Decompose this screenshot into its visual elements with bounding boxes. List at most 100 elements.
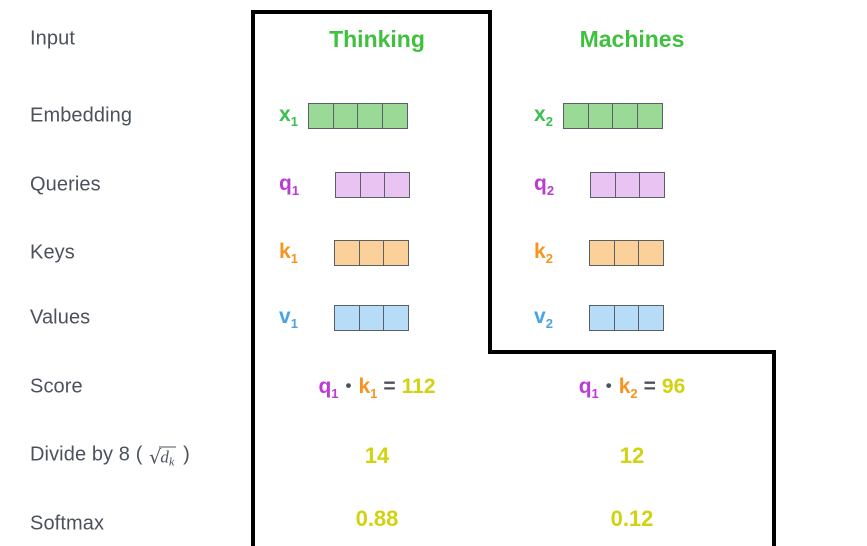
vector-tag-k2: k2: [534, 241, 553, 265]
row-label-input: Input: [30, 27, 75, 50]
equals-operator: =: [643, 374, 656, 398]
vector-cell: [587, 103, 614, 129]
vector-tag-v1: v1: [279, 306, 298, 330]
row-label-values: Values: [30, 306, 91, 329]
frame-top-edge: [251, 10, 492, 14]
vector-tag-letter: q: [534, 171, 547, 195]
vector-tag-subscript: 2: [546, 183, 555, 199]
row-label-score: Score: [30, 375, 83, 398]
divide-label-suffix: ): [183, 443, 190, 466]
vector-tag-v2: v2: [534, 306, 553, 330]
score-query-letter: q: [318, 374, 332, 398]
score-key-letter: k: [618, 374, 631, 398]
radicand: dk: [159, 446, 177, 469]
vector-cell: [358, 240, 385, 266]
vector-query-thinking: q1: [279, 172, 411, 198]
vector-tag-subscript: 2: [545, 114, 553, 130]
vector-cells-k1: [333, 240, 410, 266]
vector-cell: [588, 305, 615, 331]
vector-cell: [638, 240, 665, 266]
vector-cell: [636, 103, 663, 129]
vector-cells-x2: [562, 103, 663, 129]
score-result-machines: 96: [661, 374, 686, 398]
vector-cell: [357, 103, 384, 129]
row-label-keys: Keys: [30, 241, 75, 264]
vector-cell: [335, 172, 362, 198]
vector-tag-letter: q: [279, 171, 292, 195]
score-key-subscript: 1: [370, 386, 378, 402]
vector-query-machines: q2: [534, 172, 666, 198]
vector-tag-letter: v: [534, 304, 546, 328]
radical-sign-icon: √: [149, 446, 162, 469]
vector-tag-q2: q2: [534, 173, 554, 197]
score-key-term: k2: [618, 374, 638, 400]
vector-cell: [383, 305, 410, 331]
row-label-softmax: Softmax: [30, 512, 105, 535]
frame-left-edge-upper: [251, 10, 255, 354]
vector-tag-subscript: 1: [290, 316, 298, 332]
score-formula-machines: q1•k2=96: [579, 376, 686, 400]
vector-cell: [333, 240, 360, 266]
row-label-divide-by-8: Divide by 8 ( √dk ): [30, 444, 190, 469]
vector-embedding-thinking: x1: [279, 103, 408, 129]
vector-cell: [614, 172, 641, 198]
vector-cell: [590, 172, 617, 198]
vector-tag-letter: k: [279, 239, 291, 263]
row-label-embedding: Embedding: [30, 104, 133, 127]
dot-product-operator-icon: •: [345, 375, 352, 395]
score-query-term: q1: [318, 374, 339, 402]
vector-tag-letter: x: [534, 102, 546, 126]
vector-cell: [613, 240, 640, 266]
column-header-machines: Machines: [579, 26, 685, 52]
divide-label-prefix: Divide by 8 (: [30, 443, 143, 466]
score-formula-thinking: q1•k1=112: [318, 376, 435, 400]
vector-embedding-machines: x2: [534, 103, 663, 129]
softmax-value-thinking: 0.88: [355, 506, 399, 531]
vector-cell: [359, 172, 386, 198]
vector-tag-subscript: 1: [291, 183, 300, 199]
vector-key-thinking: k1: [279, 240, 410, 266]
vector-tag-subscript: 2: [545, 316, 553, 332]
vector-cell: [562, 103, 589, 129]
sqrt-dk-expression: √dk: [149, 446, 177, 469]
vector-tag-k1: k1: [279, 241, 298, 265]
dot-product-operator-icon: •: [605, 375, 612, 395]
vector-cell: [307, 103, 334, 129]
row-label-queries: Queries: [30, 173, 101, 196]
vector-cells-k2: [588, 240, 665, 266]
frame-left-edge-lower: [251, 350, 255, 546]
vector-cell: [332, 103, 359, 129]
vector-tag-letter: x: [279, 102, 291, 126]
vector-cell: [383, 240, 410, 266]
vector-value-thinking: v1: [279, 305, 410, 331]
score-key-letter: k: [358, 374, 371, 398]
softmax-value-machines: 0.12: [610, 506, 654, 531]
vector-cells-q2: [590, 172, 666, 198]
vector-cell: [639, 172, 666, 198]
vector-value-machines: v2: [534, 305, 665, 331]
frame-step-edge: [488, 350, 776, 354]
frame-right-edge-lower: [772, 350, 776, 546]
frame-right-edge-upper: [488, 10, 492, 354]
vector-tag-letter: v: [279, 304, 291, 328]
vector-cell: [588, 240, 615, 266]
radicand-subscript: k: [168, 454, 175, 469]
score-result-thinking: 112: [401, 374, 436, 398]
vector-tag-letter: k: [534, 239, 546, 263]
vector-cell: [333, 305, 360, 331]
vector-tag-q1: q1: [279, 173, 299, 197]
vector-tag-subscript: 1: [290, 251, 298, 267]
vector-cell: [381, 103, 408, 129]
score-query-letter: q: [578, 374, 592, 398]
vector-cell: [384, 172, 411, 198]
divided-value-thinking: 14: [364, 443, 390, 468]
vector-cells-v2: [588, 305, 665, 331]
vector-cells-q1: [335, 172, 411, 198]
vector-cell: [613, 305, 640, 331]
vector-cells-x1: [307, 103, 408, 129]
vector-cells-v1: [333, 305, 410, 331]
score-query-subscript: 1: [331, 386, 339, 402]
equals-operator: =: [383, 374, 396, 398]
divided-value-machines: 12: [619, 443, 645, 468]
